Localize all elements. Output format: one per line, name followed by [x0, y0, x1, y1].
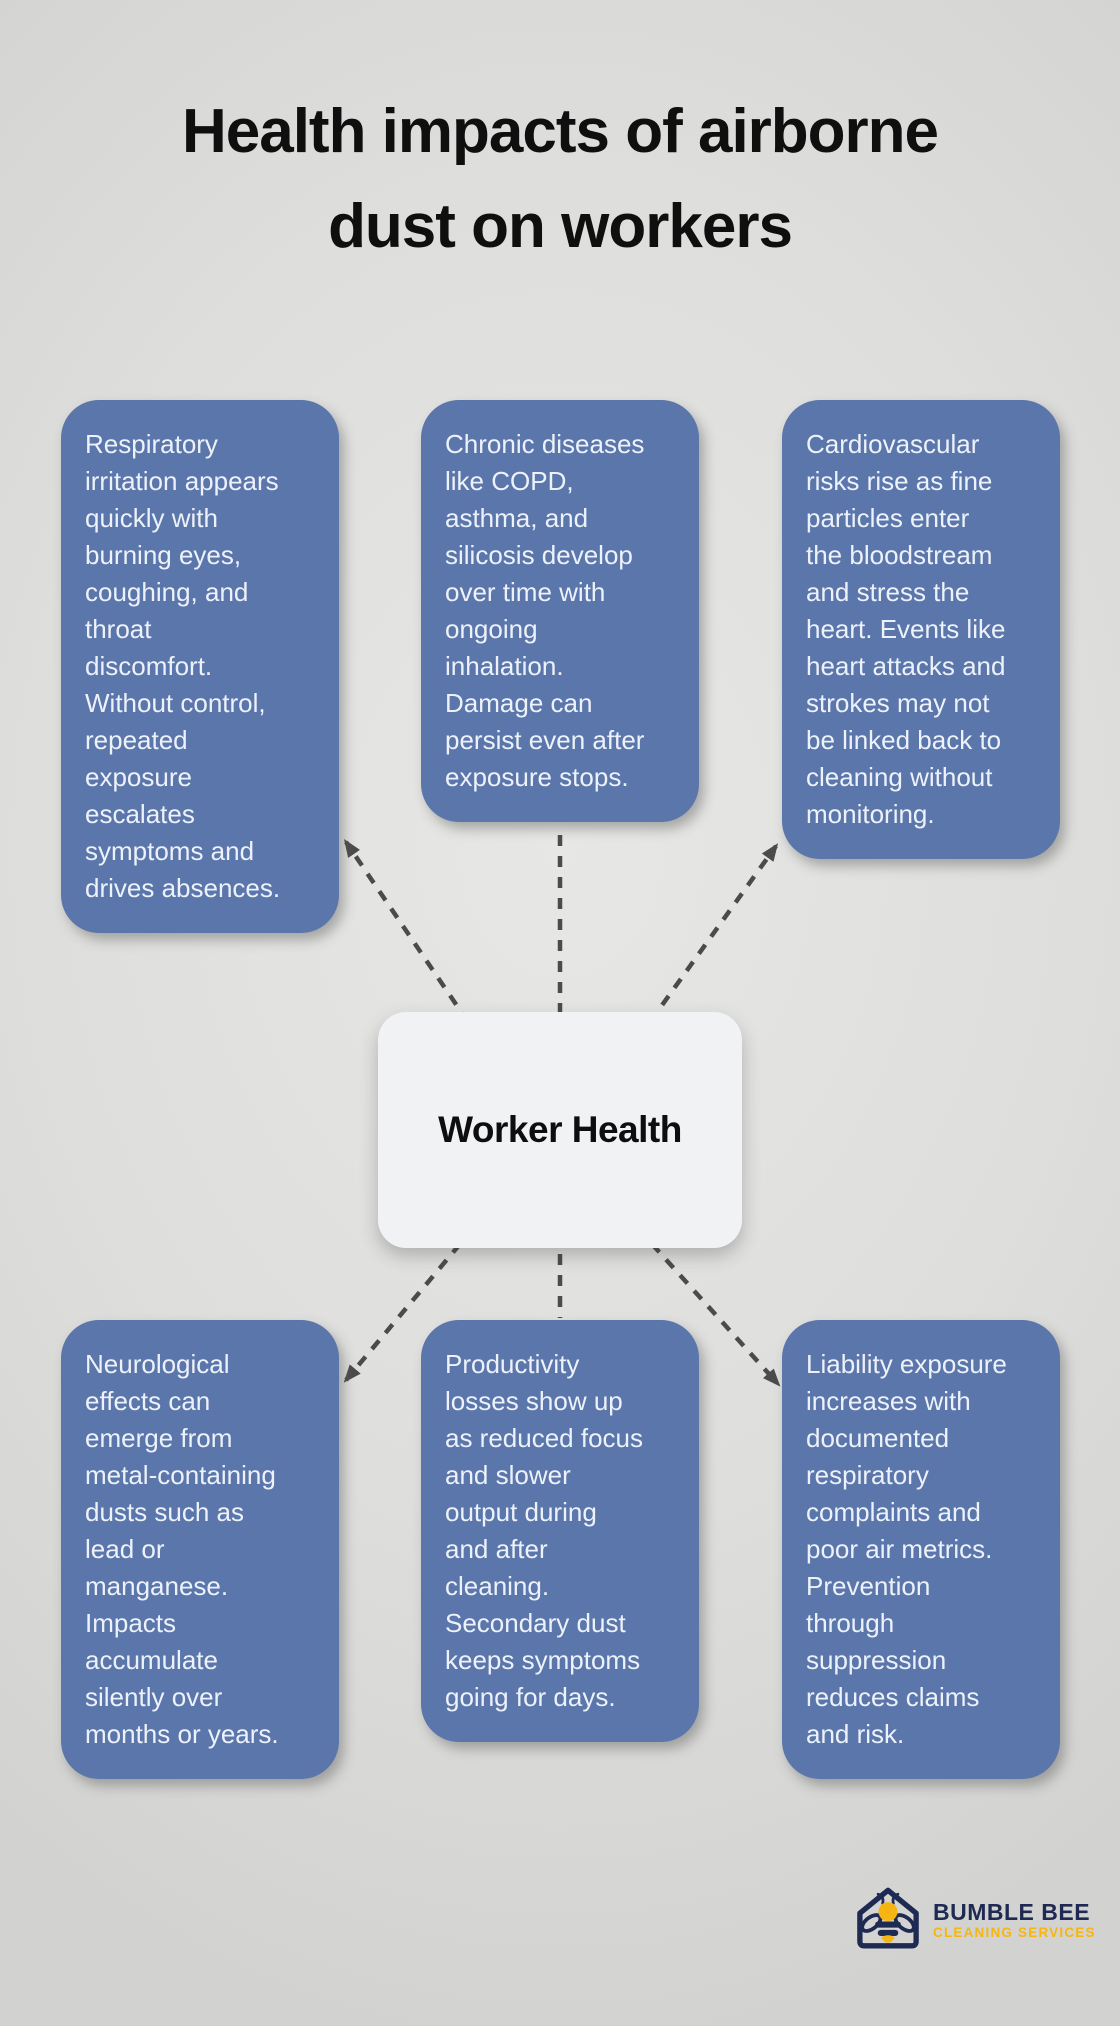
node-respiratory-irritation-text: Respiratory irritation appears quickly w… — [85, 429, 281, 903]
node-neurological-effects-text: Neurological effects can emerge from met… — [85, 1349, 279, 1749]
node-chronic-disease-text: Chronic diseases like COPD, asthma, and … — [445, 429, 645, 792]
connector-center-to-cardiovascular — [648, 843, 779, 1024]
node-cardiovascular-risk-text: Cardiovascular risks rise as fine partic… — [806, 429, 1006, 829]
page-title: Health impacts of airborne dust on worke… — [181, 97, 939, 261]
node-cardiovascular-risk: Cardiovascular risks rise as fine partic… — [782, 400, 1060, 859]
node-liability-exposure: Liability exposure increases with docume… — [782, 1320, 1060, 1779]
bumble-bee-logo: BUMBLE BEE CLEANING SERVICES — [850, 1882, 1096, 1958]
node-liability-exposure-text: Liability exposure increases with docume… — [806, 1349, 1007, 1749]
node-respiratory-irritation: Respiratory irritation appears quickly w… — [61, 400, 339, 933]
logo-wordmark: BUMBLE BEE CLEANING SERVICES — [933, 1899, 1096, 1941]
bee-icon — [860, 1892, 916, 1943]
connector-center-to-respiratory — [343, 839, 470, 1024]
logo-tagline: CLEANING SERVICES — [933, 1925, 1096, 1940]
bee-house-icon — [857, 1887, 919, 1949]
node-productivity-losses: Productivity losses show up as reduced f… — [421, 1320, 699, 1742]
node-neurological-effects: Neurological effects can emerge from met… — [61, 1320, 339, 1779]
node-chronic-disease: Chronic diseases like COPD, asthma, and … — [421, 400, 699, 822]
node-productivity-losses-text: Productivity losses show up as reduced f… — [445, 1349, 644, 1712]
logo-name: BUMBLE BEE — [933, 1899, 1091, 1925]
center-node-worker-health: Worker Health — [378, 1012, 742, 1248]
center-node-label: Worker Health — [438, 1109, 682, 1150]
